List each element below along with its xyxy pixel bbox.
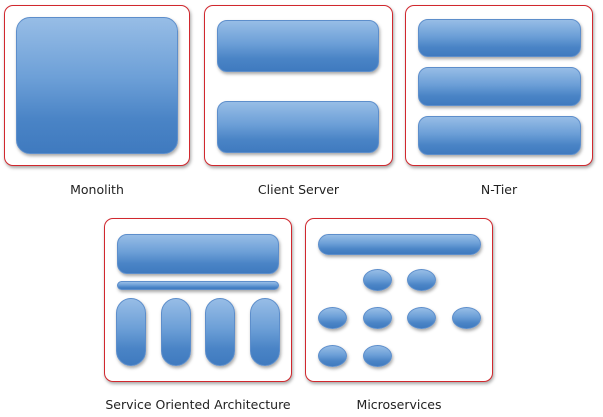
soa-frame: [104, 218, 292, 382]
microservice-node: [363, 345, 392, 367]
service-4-block: [250, 298, 280, 366]
service-1-block: [116, 298, 146, 366]
microservice-node: [363, 307, 392, 329]
microservice-node: [407, 269, 436, 291]
microservice-node: [452, 307, 481, 329]
n-tier-caption: N-Tier: [480, 182, 518, 197]
tier-2-block: [418, 67, 581, 106]
microservice-node: [407, 307, 436, 329]
microservices-caption: Microservices: [356, 397, 442, 412]
microservice-node: [363, 269, 392, 291]
n-tier-frame: [405, 5, 593, 166]
tier-1-block: [418, 19, 581, 57]
microservices-frame: [305, 218, 493, 382]
microservice-node: [318, 345, 347, 367]
service-bus-bar: [117, 281, 279, 290]
service-3-block: [205, 298, 235, 366]
client-server-caption: Client Server: [257, 182, 340, 197]
service-2-block: [161, 298, 191, 366]
tier-3-block: [418, 116, 581, 155]
client-server-frame: [204, 5, 393, 166]
soa-top-block: [117, 234, 279, 274]
monolith-block: [16, 17, 178, 154]
soa-caption: Service Oriented Architecture: [105, 397, 291, 412]
microservice-node: [318, 307, 347, 329]
monolith-frame: [4, 5, 190, 166]
monolith-caption: Monolith: [70, 182, 124, 197]
server-tier-block: [217, 101, 379, 153]
microservices-gateway-bar: [318, 234, 481, 255]
client-tier-block: [217, 20, 379, 72]
